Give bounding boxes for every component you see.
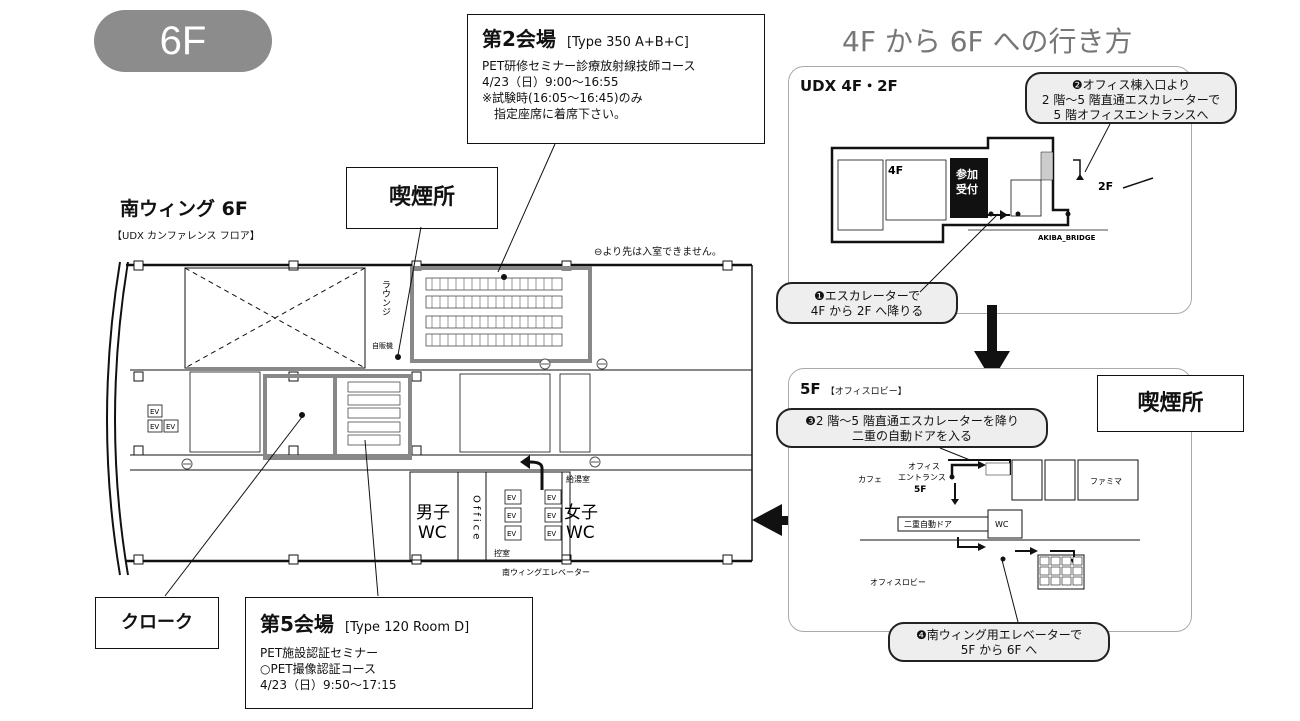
step2-line: ❷オフィス棟入口より: [1071, 78, 1191, 92]
lounge-label: ラウンジ: [380, 280, 391, 316]
cloak-label: クローク: [95, 597, 219, 649]
svg-text:EV: EV: [547, 530, 556, 538]
wing-title: 南ウィング 6F: [120, 198, 248, 220]
lobby-5f-floor: 5F: [800, 380, 821, 398]
mens-wc-label-top: 男子: [416, 503, 450, 523]
double-door-label: 二重自動ドア: [904, 519, 952, 529]
office-entrance-label-1: オフィス: [908, 462, 940, 471]
reception-label-top: 参加: [956, 167, 978, 181]
svg-text:EV: EV: [166, 423, 175, 431]
hall5-line: ○PET撮像認証コース: [260, 662, 377, 676]
smoking-area-5f-label: 喫煙所: [1097, 375, 1244, 432]
mens-wc-label-bottom: WC: [418, 523, 447, 543]
step1-line: 4F から 2F へ降りる: [810, 304, 924, 318]
leader-lines: [164, 143, 556, 597]
hall2-line: ※試験時(16:05〜16:45)のみ: [482, 91, 643, 105]
vending-label: 自販機: [372, 341, 393, 350]
womens-wc-label-top: 女子: [564, 503, 598, 523]
svg-text:EV: EV: [547, 494, 556, 502]
udx-4f-label: 4F: [888, 164, 903, 177]
udx-leader-lines: [919, 123, 1111, 293]
arrow-down-icon: [974, 305, 1010, 381]
lobby-leader-lines: [939, 447, 1019, 623]
step3-callout: ❸2 階〜5 階直通エスカレーターを降り 二重の自動ドアを入る: [776, 408, 1048, 448]
step1-line: ❶エスカレーターで: [813, 289, 921, 303]
directions-title: 4F から 6F への行き方: [842, 25, 1133, 58]
womens-wc-label-bottom: WC: [566, 523, 595, 543]
hikae-label: 控室: [494, 548, 510, 558]
hall2-line: 4/23（日）9:00〜16:55: [482, 75, 619, 89]
hall2-title: 第2会場: [482, 27, 556, 51]
step2-line: 2 階〜5 階直通エスカレーターで: [1041, 93, 1221, 107]
lobby-5f-title: 5F 【オフィスロビー】: [800, 379, 907, 398]
hall2-type: [Type 350 A+B+C]: [567, 35, 689, 50]
svg-text:EV: EV: [507, 512, 516, 520]
udx-panel-title: UDX 4F・2F: [800, 77, 898, 95]
hall5-title: 第5会場: [260, 612, 334, 636]
reception-label-bottom: 受付: [956, 182, 978, 196]
hall5-type: [Type 120 Room D]: [345, 620, 470, 635]
svg-text:EV: EV: [507, 494, 516, 502]
udx-floor-map: 4F 参加 受付 2F AKIBA_BRIDGE: [830, 136, 1154, 244]
floor-badge: 6F: [94, 10, 272, 72]
lobby-wc-label: WC: [995, 520, 1009, 529]
hall5-line: PET施設認証セミナー: [260, 646, 379, 660]
hall2-info-box: 第2会場 [Type 350 A+B+C] PET研修セミナー診療放射線技師コー…: [467, 14, 765, 144]
step4-line: ❹南ウィング用エレベーターで: [915, 628, 1083, 642]
svg-text:EV: EV: [547, 512, 556, 520]
kyuto-label: 給湯室: [566, 474, 590, 484]
hall2-line: 指定座席に着席下さい。: [482, 107, 627, 121]
cafe-label: カフェ: [858, 475, 882, 484]
office-entrance-label-3: 5F: [914, 485, 926, 495]
step1-callout: ❶エスカレーターで 4F から 2F へ降りる: [776, 282, 958, 324]
hall5-info-box: 第5会場 [Type 120 Room D] PET施設認証セミナー ○PET撮…: [245, 597, 533, 709]
office-label: Office: [471, 495, 482, 542]
no-entry-note: ⊖より先は入室できません。: [594, 247, 722, 258]
svg-text:EV: EV: [150, 408, 159, 416]
akiba-bridge-label: AKIBA_BRIDGE: [1038, 234, 1096, 242]
lobby-5f-subtitle: 【オフィスロビー】: [825, 387, 907, 397]
lobby-5f-floor-map: カフェ オフィス エントランス 5F ファミマ 二重自動ドア WC オフィスロビ…: [858, 459, 1140, 590]
hall5-line: 4/23（日）9:50〜17:15: [260, 678, 397, 692]
step3-line: 二重の自動ドアを入る: [851, 429, 972, 443]
svg-text:EV: EV: [150, 423, 159, 431]
svg-text:EV: EV: [507, 530, 516, 538]
step3-line: ❸2 階〜5 階直通エスカレーターを降り: [805, 414, 1019, 428]
smoking-area-6f-label: 喫煙所: [346, 167, 498, 229]
step4-line: 5F から 6F へ: [960, 643, 1038, 657]
famima-label: ファミマ: [1090, 477, 1122, 486]
step2-line: 5 階オフィスエントランスへ: [1053, 108, 1209, 122]
wing-subtitle: 【UDX カンファレンス フロア】: [112, 231, 260, 242]
step4-callout: ❹南ウィング用エレベーターで 5F から 6F へ: [888, 622, 1110, 662]
step2-callout: ❷オフィス棟入口より 2 階〜5 階直通エスカレーターで 5 階オフィスエントラ…: [1025, 72, 1237, 124]
hall2-line: PET研修セミナー診療放射線技師コース: [482, 59, 696, 73]
office-lobby-label: オフィスロビー: [870, 578, 926, 587]
elevator-label: 南ウィングエレベーター: [502, 567, 590, 577]
office-entrance-label-2: エントランス: [898, 473, 946, 482]
udx-2f-label: 2F: [1098, 180, 1113, 193]
